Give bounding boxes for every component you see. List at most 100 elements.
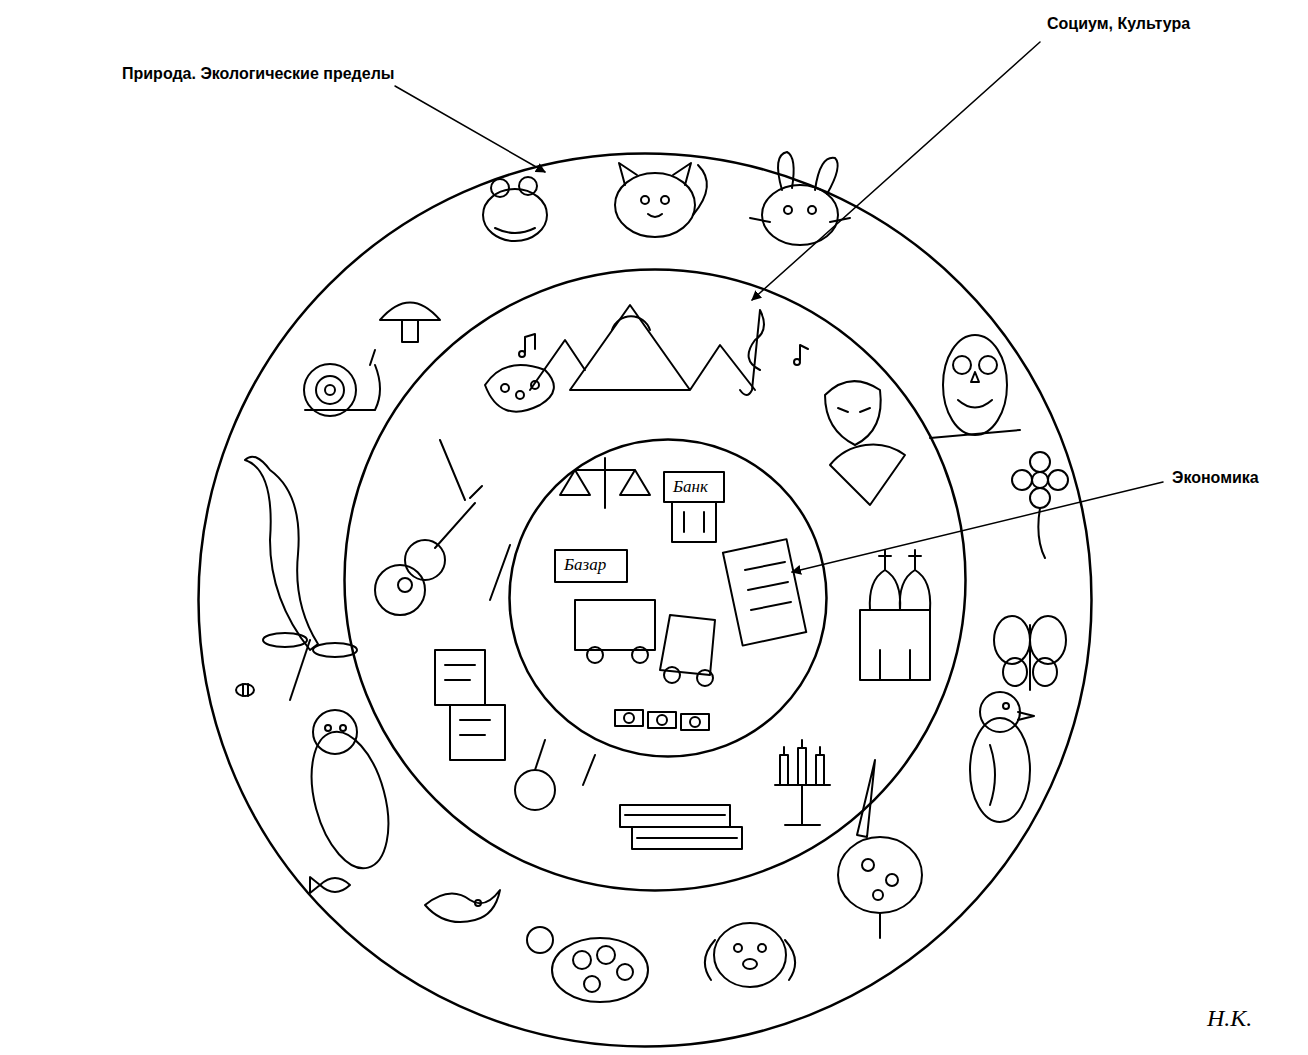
- scrolls: [435, 650, 485, 705]
- tree: [879, 913, 881, 938]
- fan: [830, 445, 905, 505]
- mushroom: [380, 303, 440, 343]
- flower: [1012, 452, 1068, 558]
- guitar: [375, 565, 425, 615]
- dragonfly: [290, 640, 310, 700]
- bus: [575, 600, 655, 663]
- brush: [440, 440, 510, 600]
- flower: [1030, 488, 1050, 508]
- mushroom: [380, 303, 440, 343]
- guitar: [435, 486, 482, 548]
- music-note: [519, 351, 525, 357]
- snail: [304, 350, 380, 416]
- palette: [485, 365, 554, 412]
- cat: [615, 163, 707, 237]
- leader-line: [752, 42, 1040, 300]
- owl: [930, 372, 1020, 438]
- church: [870, 550, 930, 610]
- flower: [1032, 472, 1048, 488]
- frog: [495, 228, 535, 233]
- bazaar-sign: [555, 550, 627, 582]
- money: [690, 717, 700, 727]
- pencil: [583, 755, 595, 785]
- scales: [560, 458, 650, 508]
- nature-ring: Природа. Экологические пределыСоциум, Ку…: [197, 152, 1093, 1048]
- rabbit: [750, 152, 850, 245]
- tree: [886, 874, 898, 886]
- money: [657, 715, 667, 725]
- bus: [632, 647, 648, 663]
- society-ring: Социум, КультураЭкономика: [343, 268, 967, 892]
- rabbit: [778, 152, 838, 194]
- bank-sign: [684, 512, 704, 532]
- tree: [862, 859, 874, 871]
- tree: [838, 837, 922, 938]
- otter: [325, 725, 331, 731]
- tree: [838, 837, 922, 913]
- frog: [519, 177, 537, 195]
- palette: [531, 381, 539, 389]
- dog: [705, 940, 795, 980]
- scrolls: [435, 650, 505, 760]
- books: [620, 805, 742, 849]
- rabbit: [808, 206, 816, 214]
- theatre-mask: [825, 381, 881, 445]
- pencil: [583, 755, 595, 785]
- money: [624, 713, 634, 723]
- money: [681, 714, 709, 730]
- money: [615, 710, 709, 730]
- treble-clef: [740, 310, 764, 395]
- theatre-mask: [838, 408, 870, 412]
- turtle: [597, 946, 615, 964]
- flower: [1012, 470, 1032, 490]
- pyramids: [612, 316, 650, 330]
- ring-label: Экономика: [1170, 468, 1261, 488]
- dragonfly: [263, 633, 357, 700]
- bank-sign: [664, 472, 724, 542]
- circle-outline: [199, 154, 1092, 1047]
- penguin: [970, 718, 1030, 822]
- calculator: [745, 562, 791, 610]
- penguin: [980, 692, 1020, 732]
- car: [660, 615, 715, 686]
- dog: [714, 923, 786, 987]
- frog: [483, 177, 547, 241]
- money: [615, 710, 643, 726]
- rabbit: [750, 218, 850, 222]
- owl: [930, 335, 1020, 438]
- otter: [298, 723, 402, 876]
- sign-text: Банк: [671, 477, 710, 497]
- candles: [816, 755, 824, 785]
- dolphin: [245, 457, 318, 650]
- bank-sign: [664, 472, 724, 502]
- tree: [873, 890, 883, 900]
- circle-outline: [345, 270, 966, 891]
- signature: Н.К.: [1205, 1005, 1254, 1032]
- dog: [758, 944, 766, 952]
- guitar: [375, 486, 482, 615]
- cat: [661, 196, 669, 204]
- dog: [705, 923, 795, 987]
- turtle: [527, 927, 553, 953]
- ring-label: Природа. Экологические пределы: [120, 64, 396, 84]
- cat: [641, 196, 649, 204]
- economy-circle: Экономика: [508, 438, 828, 758]
- flower: [1048, 470, 1068, 490]
- brush: [440, 440, 510, 600]
- treble-clef: [740, 310, 764, 395]
- leader-line: [395, 42, 1163, 572]
- scrolls: [450, 705, 505, 760]
- church: [860, 610, 930, 680]
- dog: [743, 959, 757, 969]
- snail: [305, 350, 380, 410]
- butterfly: [1003, 658, 1027, 686]
- snail: [304, 364, 356, 416]
- pyramids: [530, 305, 755, 390]
- calculator: [723, 539, 806, 645]
- candles: [780, 755, 788, 785]
- bus: [575, 600, 655, 650]
- bus: [587, 647, 603, 663]
- circle-outline: [343, 268, 967, 892]
- music-note: [525, 334, 535, 352]
